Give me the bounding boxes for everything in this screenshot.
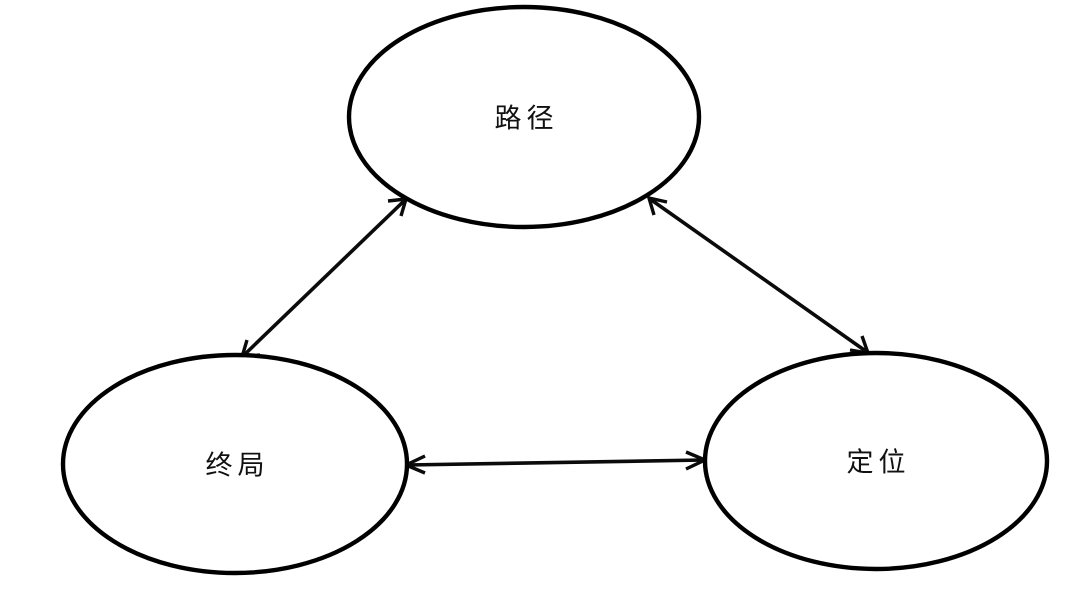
node-endgame-shape[interactable] — [60, 352, 410, 576]
edge-endgame-path-line — [241, 198, 407, 358]
edge-path-positioning[interactable] — [646, 195, 871, 356]
edge-endgame-positioning-line — [406, 458, 705, 467]
edge-endgame-positioning[interactable] — [401, 450, 710, 475]
node-path-label: 路径 — [494, 103, 559, 134]
node-positioning-label: 定位 — [846, 447, 911, 478]
node-endgame-label: 终局 — [205, 450, 270, 481]
node-path-shape[interactable] — [346, 4, 702, 230]
edge-endgame-path[interactable] — [239, 197, 409, 359]
edge-path-positioning-arrowhead-start — [646, 195, 668, 216]
node-positioning-shape[interactable] — [702, 350, 1050, 572]
edge-path-positioning-line — [648, 197, 869, 354]
